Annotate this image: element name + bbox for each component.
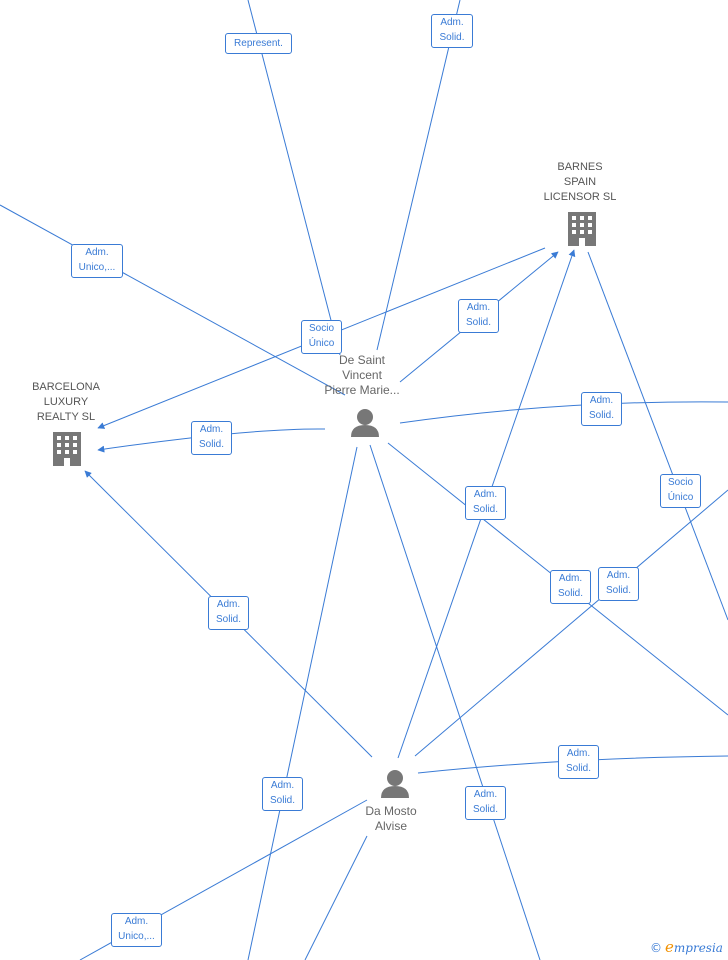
edge-line bbox=[399, 401, 728, 424]
edge-label-text: Adm. bbox=[589, 395, 614, 406]
building-icon[interactable] bbox=[568, 212, 596, 246]
edge-label-text: Solid. bbox=[465, 317, 491, 328]
edge-label-text: Único bbox=[667, 492, 694, 503]
edge-label-adm-solid[interactable]: Adm. Solid. bbox=[208, 596, 249, 630]
edge-label-adm-solid[interactable]: Adm. Solid. bbox=[465, 786, 506, 820]
edge-label-text: Adm. bbox=[216, 599, 241, 610]
building-icon[interactable] bbox=[53, 432, 81, 466]
edge-label-text: Adm. bbox=[473, 789, 498, 800]
brand-name: mpresia bbox=[673, 941, 723, 955]
company-label-barnes[interactable]: BARNES SPAIN LICENSOR SL bbox=[530, 160, 630, 205]
brand-watermark: ©empresia bbox=[650, 938, 723, 956]
brand-initial: e bbox=[665, 938, 674, 956]
edge-label-text: Solid. bbox=[557, 588, 583, 599]
edge-label-text: Solid. bbox=[472, 504, 498, 515]
edge-label-text: Solid. bbox=[439, 32, 465, 43]
edge-label-text: Solid. bbox=[198, 439, 224, 450]
edge-label-adm-solid[interactable]: Adm. Solid. bbox=[558, 745, 599, 779]
person-label-de-saint[interactable]: De Saint Vincent Pierre Marie... bbox=[312, 353, 412, 398]
edge-label-text: Adm. bbox=[199, 424, 224, 435]
edge-label-adm-solid[interactable]: Adm. Solid. bbox=[598, 567, 639, 601]
edge-line bbox=[414, 489, 728, 757]
edge-label-text: Adm. bbox=[566, 748, 591, 759]
edge-label-text: Unico,... bbox=[78, 262, 116, 273]
label-line: De Saint bbox=[338, 353, 386, 367]
edge-label-text: Único bbox=[308, 338, 335, 349]
edge-label-represent[interactable]: Represent. bbox=[225, 33, 292, 54]
edge-label-text: Adm. bbox=[85, 247, 109, 258]
edge-label-adm-unico[interactable]: Adm. Unico,... bbox=[71, 244, 123, 278]
edge-label-text: Solid. bbox=[269, 795, 295, 806]
edge-label-text: Adm. bbox=[124, 916, 149, 927]
label-line: LICENSOR SL bbox=[543, 191, 617, 203]
edge-label-text: Solid. bbox=[588, 410, 614, 421]
person-label-da-mosto[interactable]: Da Mosto Alvise bbox=[341, 804, 441, 834]
edge-line bbox=[247, 0, 341, 356]
edge-label-text: Adm. bbox=[270, 780, 295, 791]
label-line: Pierre Marie... bbox=[324, 383, 400, 397]
label-line: SPAIN bbox=[563, 176, 597, 188]
edge-label-socio-unico[interactable]: Socio Único bbox=[660, 474, 701, 508]
edge-label-adm-solid[interactable]: Adm. Solid. bbox=[458, 299, 499, 333]
edge-label-adm-solid[interactable]: Adm. Solid. bbox=[465, 486, 506, 520]
edge-label-text: Adm. bbox=[558, 573, 583, 584]
edge-label-text: Solid. bbox=[472, 804, 498, 815]
edge-label-text: Solid. bbox=[215, 614, 241, 625]
label-line: Da Mosto bbox=[365, 804, 417, 818]
company-label-barcelona[interactable]: BARCELONA LUXURY REALTY SL bbox=[16, 380, 116, 425]
edge-line bbox=[587, 251, 728, 621]
person-icon[interactable] bbox=[381, 770, 409, 798]
person-icon[interactable] bbox=[351, 409, 379, 437]
edge-line bbox=[369, 444, 541, 960]
edge-label-text: Adm. bbox=[473, 489, 498, 500]
edge-line bbox=[304, 835, 368, 960]
edge-label-adm-solid[interactable]: Adm. Solid. bbox=[191, 421, 232, 455]
edge-label-socio-unico[interactable]: Socio Único bbox=[301, 320, 342, 354]
label-line: REALTY SL bbox=[36, 411, 96, 423]
copyright-icon: © bbox=[650, 941, 662, 955]
edge-label-text: Socio bbox=[667, 477, 693, 488]
label-line: BARCELONA bbox=[32, 381, 100, 393]
edge-label-text: Solid. bbox=[565, 763, 591, 774]
edge-label-adm-solid[interactable]: Adm. Solid. bbox=[581, 392, 622, 426]
edge-line bbox=[0, 204, 346, 396]
edge-label-adm-solid[interactable]: Adm. Solid. bbox=[550, 570, 591, 604]
edge-line bbox=[247, 446, 358, 960]
label-line: Alvise bbox=[374, 819, 407, 833]
label-line: LUXURY bbox=[43, 396, 89, 408]
edge-label-text: Solid. bbox=[605, 585, 631, 596]
edge-label-adm-unico[interactable]: Adm. Unico,... bbox=[111, 913, 162, 947]
label-line: Vincent bbox=[342, 368, 382, 382]
edge-line bbox=[376, 0, 461, 351]
edge-label-text: Adm. bbox=[466, 302, 491, 313]
edge-label-text: Unico,... bbox=[118, 931, 155, 942]
edge-label-adm-solid[interactable]: Adm. Solid. bbox=[431, 14, 473, 48]
edge-label-text: Adm. bbox=[606, 570, 631, 581]
edge-label-text: Adm. bbox=[440, 17, 464, 28]
label-line: BARNES bbox=[557, 161, 603, 173]
edge-label-text: Represent. bbox=[234, 38, 283, 49]
edge-label-adm-solid[interactable]: Adm. Solid. bbox=[262, 777, 303, 811]
edge-label-text: Socio bbox=[308, 323, 334, 334]
